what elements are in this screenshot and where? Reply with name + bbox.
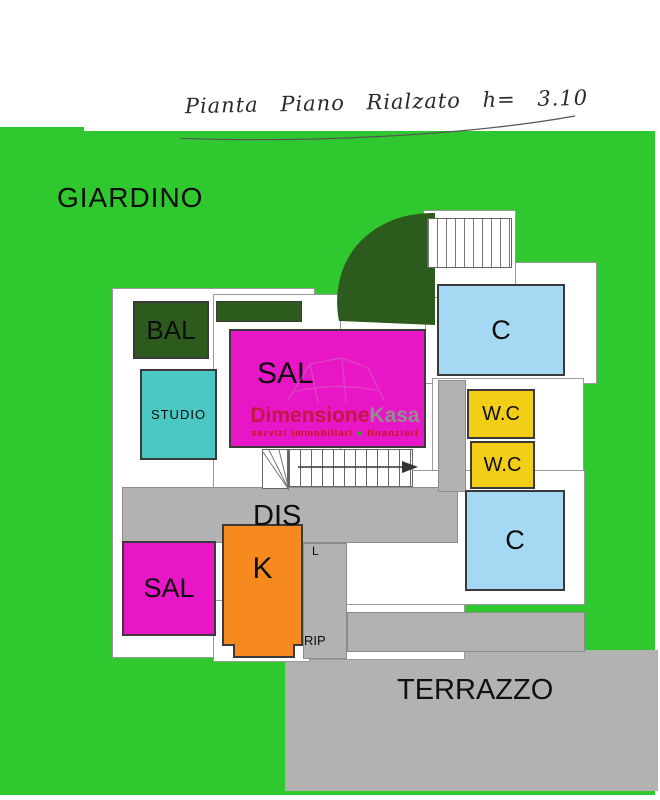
corridor-rip-zone <box>303 543 347 659</box>
label-laundry: L <box>312 544 319 558</box>
room-wc-lower-label: W.C <box>483 453 522 476</box>
watermark-brand-secondary: Kasa <box>369 404 420 427</box>
room-balcony-label: BAL <box>146 314 196 345</box>
watermark-tagline: servizi immobiliari ● finanziari <box>240 428 430 439</box>
room-studio-label: STUDIO <box>150 407 207 422</box>
corridor-right-strip <box>438 380 466 492</box>
label-dis: DIS <box>253 500 302 532</box>
room-bedroom-lower-label: C <box>505 525 525 555</box>
watermark-tagline-left: servizi immobiliari <box>251 428 354 439</box>
plan-title-underline <box>180 115 576 141</box>
room-living-lower: SAL <box>122 541 216 636</box>
room-balcony-strip <box>216 301 302 322</box>
room-kitchen: K <box>222 524 303 646</box>
plan-title: Pianta Piano Rialzato h= 3.10 <box>180 86 588 142</box>
corridor-terrace-link <box>347 612 585 652</box>
room-kitchen-label: K <box>252 552 273 585</box>
room-wc-upper: W.C <box>467 389 535 439</box>
room-wc-lower: W.C <box>470 441 535 489</box>
room-bedroom-lower: C <box>465 490 565 591</box>
room-living-upper: SAL <box>229 329 426 448</box>
watermark-brand-primary: Dimensione <box>250 404 370 427</box>
room-balcony: BAL <box>133 301 209 359</box>
terrace-area: TERRAZZO <box>285 650 658 791</box>
terrace-label: TERRAZZO <box>397 674 554 706</box>
room-studio: STUDIO <box>140 369 217 460</box>
watermark-tagline-dot-icon: ● <box>356 428 364 439</box>
entrance-stairs <box>427 218 512 268</box>
label-rip: RIP <box>304 633 326 648</box>
garden-label: GIARDINO <box>57 182 204 213</box>
winder-steps <box>262 449 290 491</box>
watermark-tagline-right: finanziari <box>367 428 419 439</box>
internal-stairs <box>288 449 413 487</box>
room-bedroom-upper: C <box>437 284 565 376</box>
room-wc-upper-label: W.C <box>482 402 520 425</box>
room-bedroom-upper-label: C <box>491 314 511 345</box>
stair-direction-arrow-icon <box>298 461 418 473</box>
watermark-house-icon <box>287 357 385 403</box>
room-living-lower-label: SAL <box>143 573 195 603</box>
watermark-brand: DimensioneKasa <box>240 404 430 428</box>
watermark: DimensioneKasa servizi immobiliari ● fin… <box>240 352 430 439</box>
tree-shape <box>337 213 435 325</box>
room-kitchen-notch <box>233 644 295 658</box>
